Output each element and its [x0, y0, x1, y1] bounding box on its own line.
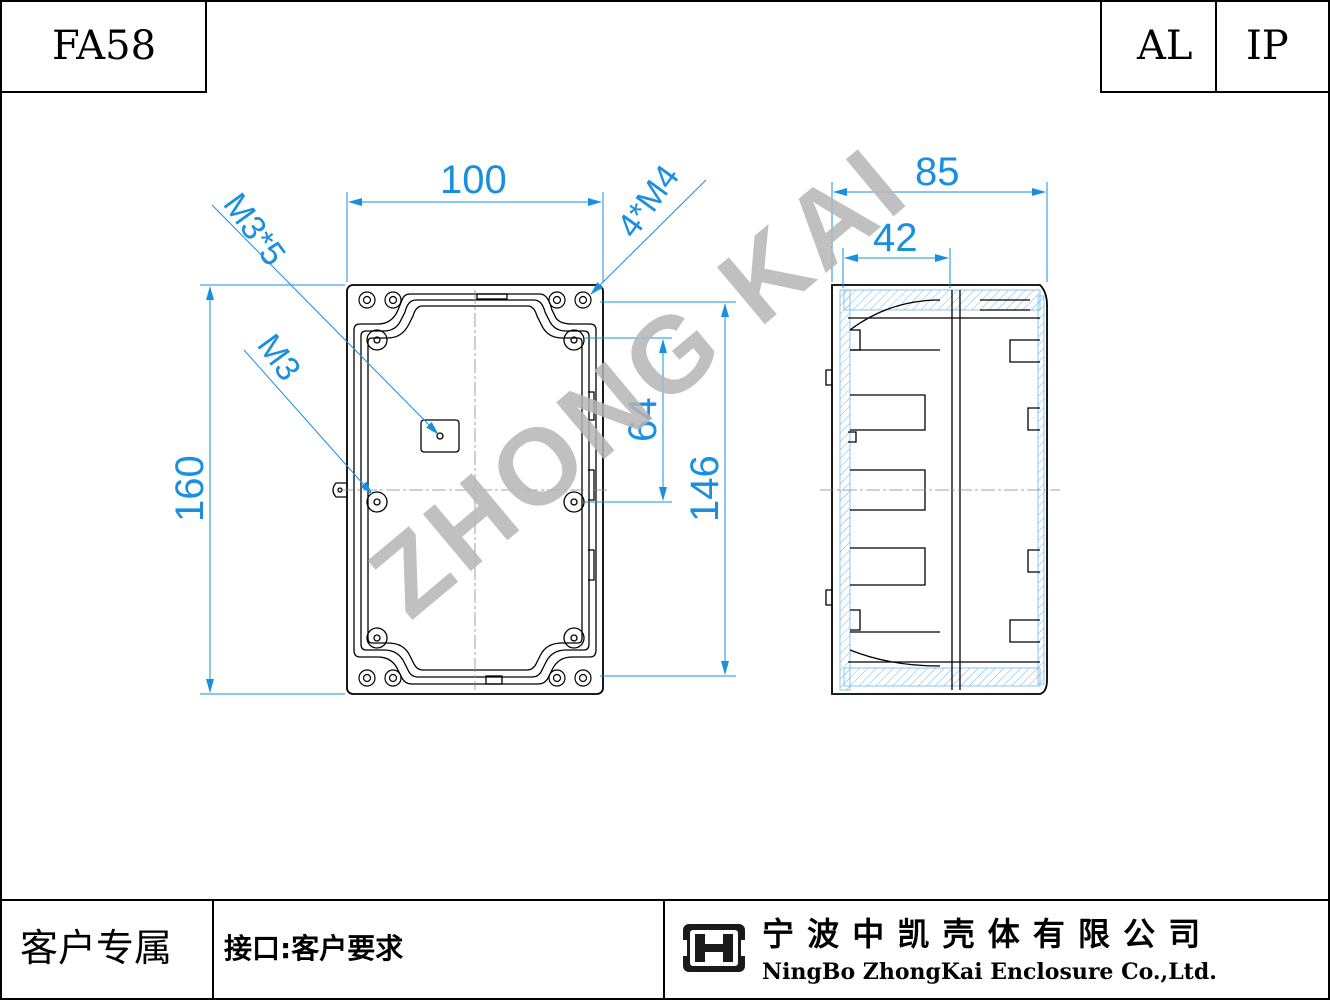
company-name-en: NingBo ZhongKai Enclosure Co.,Ltd.	[762, 959, 1217, 985]
interface-cell	[212, 899, 665, 1000]
ribs	[849, 299, 1040, 667]
zhongkai-logo-icon	[681, 924, 747, 972]
corner-screws	[358, 291, 592, 687]
dim-side-depth: 85	[915, 150, 960, 194]
interface-label: 接口:客户要求	[224, 932, 404, 965]
callout-m3: M3	[250, 327, 309, 388]
mounting-bosses	[366, 329, 585, 649]
rating-cell	[1215, 0, 1330, 93]
callout-4xm4: 4*M4	[610, 158, 687, 245]
dim-height: 160	[168, 455, 212, 522]
top-view	[332, 284, 610, 695]
dim-inner-height: 146	[683, 455, 727, 522]
model-number: FA58	[52, 23, 157, 69]
side-view	[820, 284, 1060, 695]
company-cell	[663, 899, 1330, 1000]
company-name-cn: 宁 波 中 凯 壳 体 有 限 公 司	[762, 915, 1202, 953]
dim-top-width: 100	[440, 158, 507, 202]
owner-label: 客户专属	[20, 926, 173, 970]
material-label: AL	[1137, 23, 1193, 69]
dim-side-inner: 42	[873, 216, 918, 260]
material-cell	[1100, 0, 1217, 93]
dimensions	[200, 179, 1048, 695]
rating-label: IP	[1246, 23, 1289, 69]
dim-hole-spacing: 64	[621, 398, 665, 443]
owner-cell	[0, 899, 214, 1000]
callout-m3x5: M3*5	[216, 186, 293, 273]
model-cell	[0, 0, 207, 93]
